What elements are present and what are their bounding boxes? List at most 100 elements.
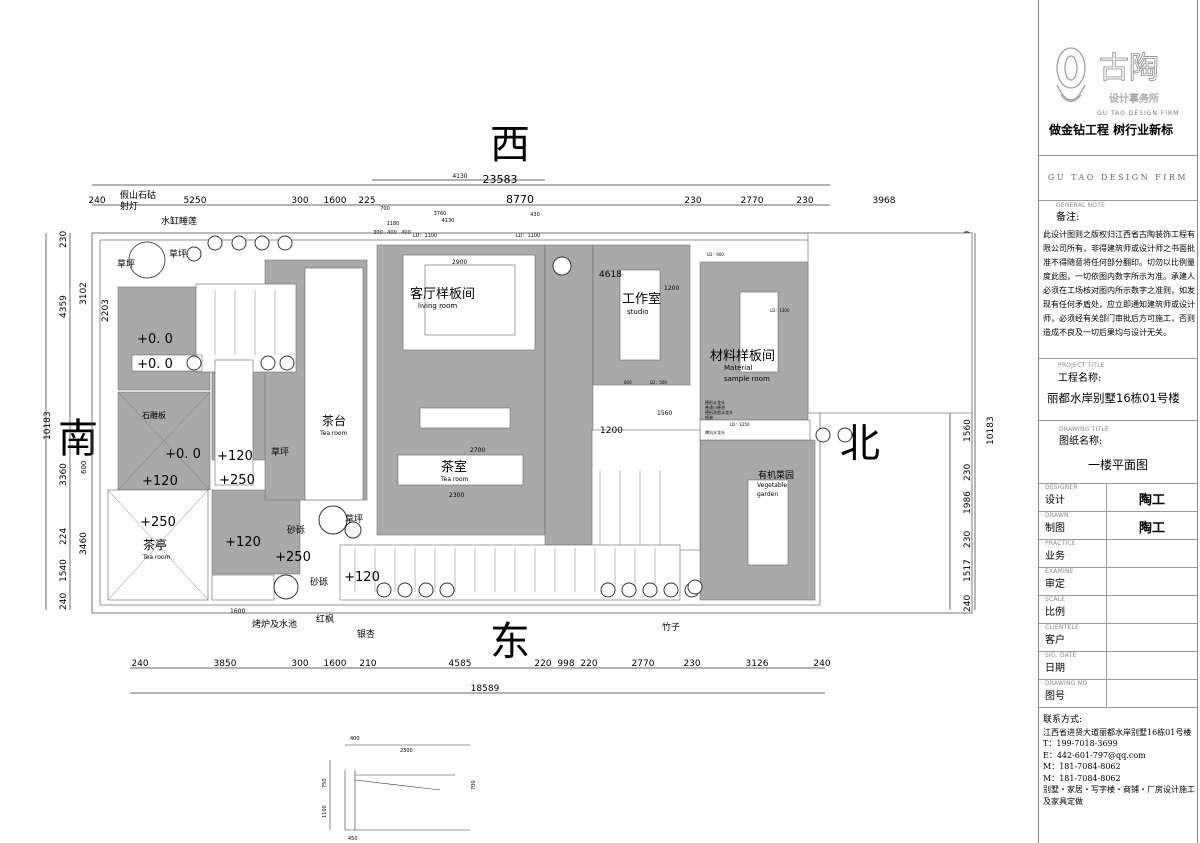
floor-plan: 西 南 北 东 23583 4130 240 5250 300 1600 225… (43, 122, 996, 842)
dimensions-top-inner-4: 4130 (442, 218, 455, 224)
dimensions-top-segments-7: 2770 (741, 196, 764, 206)
rooms-tea-table-cn: 茶台 (322, 413, 346, 428)
contact-info: 联系方式: 江西省进贤大道丽都水岸别墅16栋01号楼 T：199-7018-36… (1043, 715, 1197, 807)
dimensions-left-segments-4: 1540 (59, 559, 69, 582)
dimensions-right-segments-4: 230 (963, 464, 973, 481)
note-text: 此设计图则之版权归江西省古陶装饰工程有限公司所有，非得建筑师或设计师之书面批准不… (1043, 230, 1195, 337)
title-block-rows-0-cn: 设计 (1045, 495, 1065, 506)
dimensions-bottom-segments-12: 240 (813, 659, 830, 669)
dimensions-right-segments-6: 230 (963, 531, 973, 548)
dimensions-misc-7: 2700 (470, 447, 485, 454)
dimensions-bottom-segments-7: 998 (557, 659, 574, 669)
dimensions-left-segments-1: 4359 (59, 295, 69, 318)
dimensions-top-segments-0: 240 (88, 196, 105, 206)
dimensions-top-inner-8: LD：1100 (413, 233, 437, 239)
dimensions-misc-8: 2300 (449, 492, 464, 499)
levels-l120: +120 (142, 474, 178, 489)
dimensions-bottom-total: 18589 (471, 684, 500, 694)
dimensions-right-segments-7: 1517 (963, 559, 973, 582)
dimensions-left-segments-3: 224 (59, 528, 69, 545)
detail-dims-3: 1100 (322, 805, 328, 818)
title-block-logo-cn: 古陶 (1099, 51, 1159, 86)
title-block-drawing-en: DRAWING TITLE (1059, 426, 1109, 433)
title-block-services2: 及家具定做 (1043, 796, 1083, 806)
dimensions-bottom-segments-0: 240 (131, 659, 148, 669)
title-block-rows-3-cn: 审定 (1045, 579, 1065, 590)
rooms-pavilion-cn: 茶亭 (143, 537, 167, 552)
trees (186, 235, 853, 600)
gutao-logo: 古陶 设计事务所 GU TAO DESIGN FIRM (1056, 47, 1178, 117)
title-block-general-note-cn: 备注: (1056, 212, 1080, 223)
title-block-rows-5-en: CLIENTELE (1045, 624, 1079, 631)
dimensions-left-inner-3: 3460 (79, 532, 89, 555)
detail-dims-0: 2300 (400, 748, 413, 754)
misc-dimensions: 2900 4618 1200 1200 1560 2700 2300 1600 … (230, 252, 790, 615)
title-block-rows-4-en: SCALE (1045, 596, 1066, 603)
annotations-water-lily: 水缸睡莲 (161, 215, 197, 227)
annotations-bamboo: 竹子 (662, 621, 680, 633)
title-block-rows-0-value: 陶工 (1138, 493, 1165, 508)
dimensions-misc-1: 2900 (452, 259, 467, 266)
annotations-rockery-2: 射灯 (120, 200, 138, 212)
annotations-ginkgo: 银杏 (357, 628, 375, 640)
dimensions-misc-15: LD：1300 (770, 308, 790, 313)
rooms-material-en1: Material (724, 364, 752, 372)
levels-l120: +120 (344, 570, 380, 585)
dimensions-top-segments-4: 225 (358, 196, 375, 206)
title-block-rows-3-en: EXAMINE (1045, 568, 1074, 575)
annotations-gravel: 砂砾 (287, 524, 305, 536)
dimensions-right-segments-8: 240 (963, 595, 973, 612)
title-block: 古陶 设计事务所 GU TAO DESIGN FIRM 做金钻工程 树行业新标 … (1038, 0, 1198, 843)
row-clientele: CLIENTELE 客户 (1039, 624, 1197, 652)
title-block-rows-2-en: PRACTICE (1045, 540, 1076, 547)
title-block-project-en: PROJECT TITLE (1058, 362, 1105, 369)
levels-l120: +120 (225, 535, 261, 550)
annotations-lawn: 草坪 (169, 248, 187, 260)
title-block-rows-7-cn: 图号 (1045, 691, 1065, 702)
rooms-garden-cn: 有机菜园 (758, 469, 794, 481)
dimensions-misc-0: 1600 (230, 608, 245, 615)
dimensions-misc-5: 1200 (664, 285, 679, 292)
dimension-lines (45, 179, 976, 694)
detail-dims-1: 400 (350, 736, 360, 742)
detail-dims-5: 700 (471, 780, 477, 790)
title-block-logo-sub: 设计事务所 (1109, 92, 1159, 105)
annotations: 假山石𥑮 射灯 水缸睡莲 草坪 草坪 草坪 草坪 石雕板 砂砾 砂砾 烤炉及水池… (117, 189, 733, 640)
rooms-tea-table-en: Tea room (319, 430, 348, 437)
annotations-bath-notes-1: 普通小便池 (705, 404, 725, 410)
detail-dims-2: 450 (348, 836, 358, 842)
dimensions-misc-2: 4618 (599, 270, 622, 280)
levels-l250: +250 (275, 550, 311, 565)
dimensions-top-total: 23583 (483, 173, 518, 186)
paving-strips (107, 290, 661, 601)
rooms-studio-cn: 工作室 (622, 291, 661, 307)
dimensions-bottom-segments-1: 3850 (214, 659, 237, 669)
dimensions-top-inner-2: 430 (530, 212, 540, 218)
levels-l120: +120 (217, 449, 253, 464)
project-title: PROJECT TITLE 工程名称: 丽都水岸别墅16栋01号楼 (1039, 360, 1197, 421)
dimensions-left-segments-5: 240 (59, 593, 69, 610)
annotations-bath-notes-2: 德形洗脸水龙头 (705, 409, 733, 415)
dimensions-top-segments-8: 230 (796, 196, 813, 206)
building-plan (91, 232, 973, 614)
dimensions-top-segments-2: 300 (291, 196, 308, 206)
dimensions-left-inner-1: 2203 (101, 299, 111, 322)
top-dimensions: 23583 4130 240 5250 300 1600 225 8770 23… (88, 173, 895, 239)
compass-west: 西 (490, 122, 530, 168)
slogan: 做金钻工程 树行业新标 (1049, 123, 1174, 137)
drawing-title: DRAWING TITLE 图纸名称: 一楼平面图 (1039, 421, 1197, 484)
project-name: 丽都水岸别墅16栋01号楼 (1047, 391, 1180, 405)
dimensions-misc-13: LD：1250 (730, 422, 750, 427)
dimensions-left-inner-0: 3102 (79, 282, 89, 305)
compass-south: 南 (58, 416, 98, 462)
title-block-address: 江西省进贤大道丽都水岸别墅16栋01号楼 (1043, 727, 1192, 737)
title-block-rows-5-cn: 客户 (1045, 635, 1065, 646)
title-block-rows-2-cn: 业务 (1045, 551, 1065, 562)
rooms-pavilion-en: Tea room (142, 554, 171, 561)
dimensions-top-inner-0: 700 (380, 206, 390, 212)
rooms-material-cn: 材料样板间 (710, 349, 775, 364)
title-block-rows-1-value: 陶工 (1138, 521, 1165, 536)
